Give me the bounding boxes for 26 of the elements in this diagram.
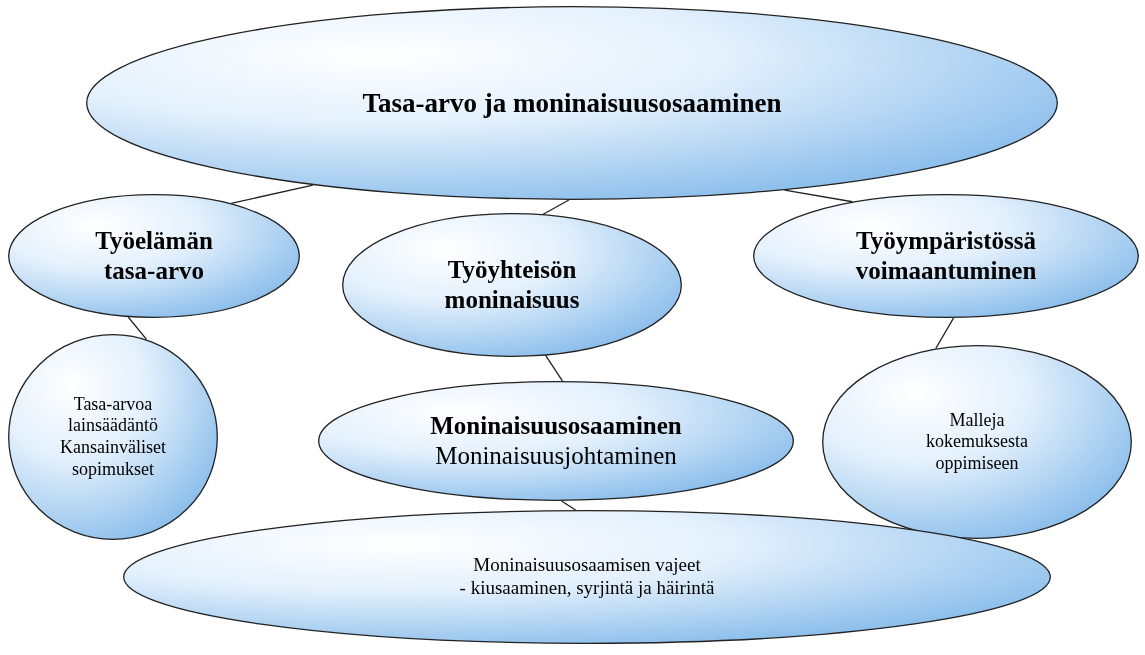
node-label: - kiusaaminen, syrjintä ja häirintä <box>459 577 715 600</box>
ellipse-node <box>8 334 218 540</box>
ellipse-node <box>123 510 1051 644</box>
node-label: Tasa-arvo ja moninaisuusosaaminen <box>362 86 782 120</box>
ellipse-node <box>86 6 1058 200</box>
connector-line <box>230 184 314 204</box>
connector-line <box>560 500 577 511</box>
ellipse-node <box>8 194 300 318</box>
node-label: Työelämän tasa-arvo <box>94 226 214 286</box>
connector-line <box>127 316 148 341</box>
ellipse-node <box>342 213 682 357</box>
connector-line <box>545 354 564 382</box>
node-label: Moninaisuusosaamisen vajeet <box>473 554 701 577</box>
node-label: Tasa-arvoa lainsäädäntö <box>67 393 159 437</box>
node-label: Kansainväliset sopimukset <box>59 437 167 481</box>
ellipse-node <box>822 345 1132 539</box>
node-label: Työyhteisön moninaisuus <box>443 255 581 315</box>
connector-line <box>783 189 854 203</box>
node-label: Malleja kokemuksesta oppimiseen <box>925 409 1029 475</box>
connector-line <box>935 317 955 350</box>
node-label: Moninaisuusosaaminen <box>430 411 682 441</box>
ellipse-node <box>753 194 1139 318</box>
node-label: Moninaisuusjohtaminen <box>435 441 677 471</box>
node-label: Työympäristössä voimaantuminen <box>854 226 1038 286</box>
ellipse-node <box>318 381 794 501</box>
connector-line <box>542 199 570 215</box>
